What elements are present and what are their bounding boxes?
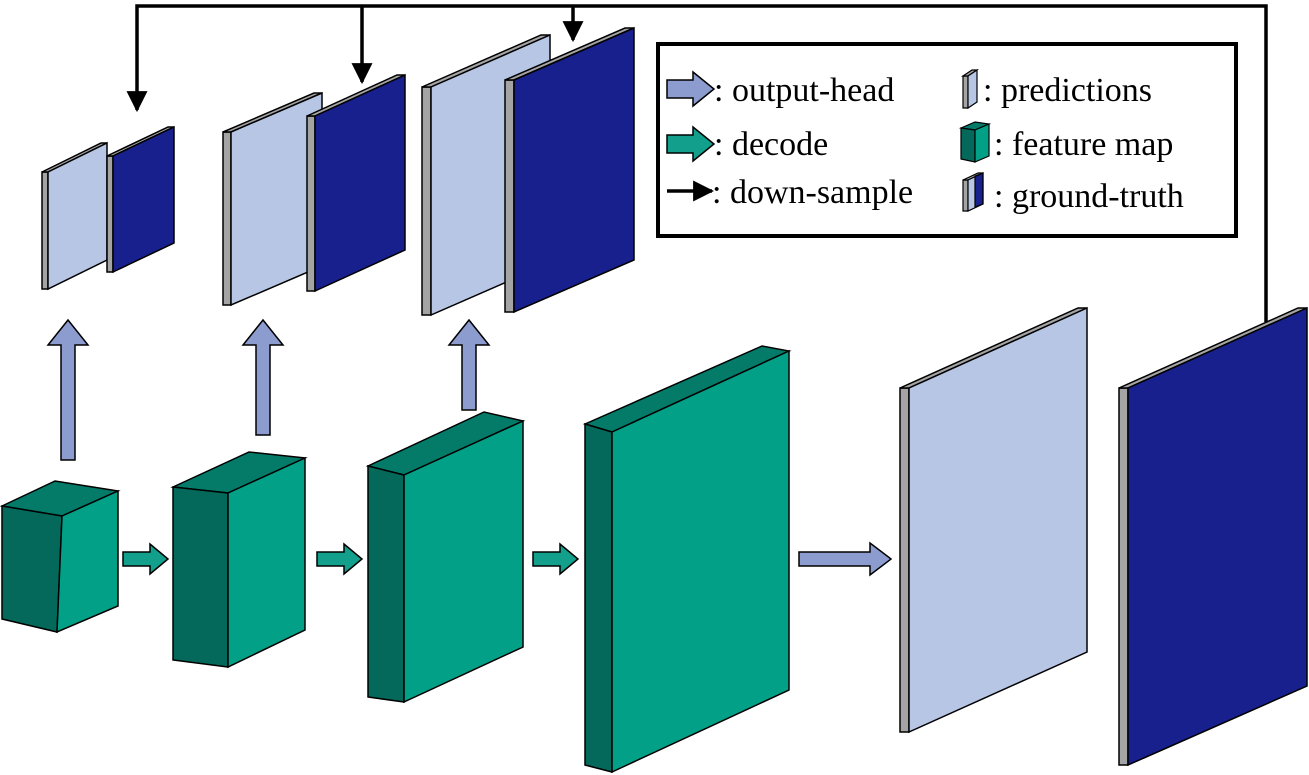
legend-label-down-sample: : down-sample (712, 174, 913, 211)
legend-label-feature-map: : feature map (994, 126, 1173, 163)
legend-item-output-head: : output-head (666, 70, 894, 109)
legend-item-feature-map: : feature map (958, 121, 1173, 163)
legend: : output-head : decode : down-sample : p… (656, 42, 1238, 238)
down-sample-main-line (126, 4, 1268, 322)
legend-label-decode: : decode (714, 126, 828, 163)
output-head-arrow-2 (241, 318, 285, 436)
prediction-plate-final (899, 306, 1088, 734)
feature-map-2 (170, 451, 308, 669)
legend-item-down-sample: : down-sample (667, 174, 913, 211)
feature-map-1 (0, 480, 121, 634)
legend-label-predictions: : predictions (983, 72, 1152, 109)
legend-item-predictions: : predictions (961, 68, 1152, 110)
legend-label-ground-truth: : ground-truth (994, 178, 1184, 215)
ground-truth-plate-small (106, 125, 175, 274)
decode-arrows (122, 542, 580, 576)
output-head-swatch-icon (666, 70, 716, 108)
decode-swatch-icon (666, 125, 716, 163)
prediction-pair-medium (222, 73, 406, 307)
ground-truth-swatch-icon (962, 172, 984, 212)
decode-arrow-2 (316, 542, 364, 576)
feature-map-4 (582, 345, 792, 774)
legend-frame (656, 42, 1238, 238)
decode-arrow-1 (122, 542, 170, 576)
legend-item-ground-truth: : ground-truth (962, 172, 1184, 215)
prediction-pair-large (421, 26, 635, 317)
output-head-arrow-3 (447, 318, 491, 411)
prediction-plate-medium (222, 91, 323, 307)
output-head-arrow-final (798, 541, 893, 577)
ground-truth-plate-final (1118, 306, 1308, 767)
legend-item-decode: : decode (666, 125, 828, 163)
output-head-arrows (46, 318, 491, 461)
predictions-swatch-icon (961, 68, 979, 110)
decode-arrow-3 (532, 542, 580, 576)
legend-label-output-head: : output-head (714, 72, 894, 109)
feature-map-swatch-icon (958, 121, 992, 163)
prediction-pair-small (41, 125, 175, 291)
ground-truth-plate-large (504, 26, 635, 314)
down-sample-lines (126, 4, 1268, 322)
output-head-arrow-1 (46, 318, 90, 461)
ground-truth-plate-medium (306, 73, 406, 293)
prediction-plate-small (41, 141, 108, 291)
feature-map-3 (365, 411, 526, 704)
